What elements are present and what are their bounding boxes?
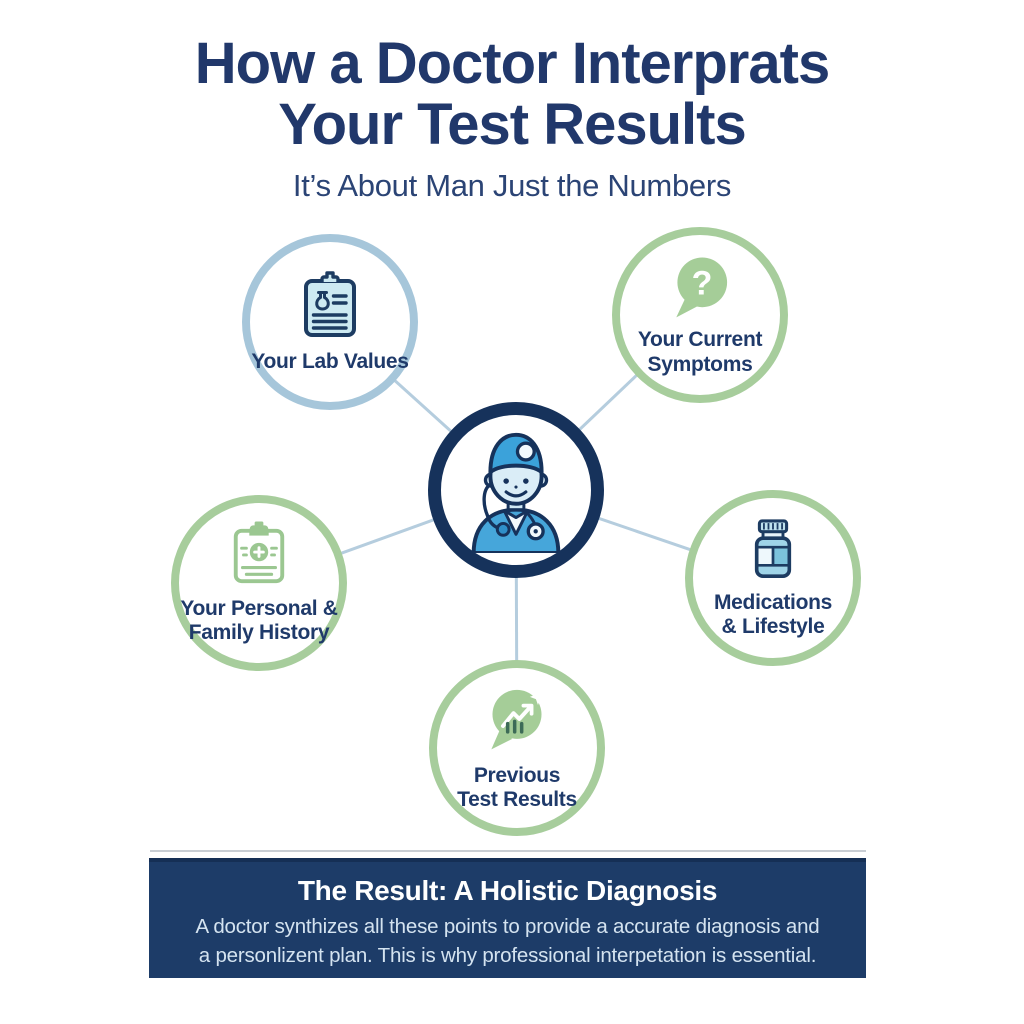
question-mark-glyph: ? bbox=[691, 264, 713, 303]
node-label-lab-values: Your Lab Values bbox=[251, 349, 409, 374]
page-subtitle: It’s About Man Just the Numbers bbox=[292, 167, 732, 203]
title-line-2: Your Test Results bbox=[278, 91, 747, 157]
node-label-personal-family-history: Your Personal & Family History bbox=[180, 596, 338, 645]
header: How a Doctor Interprats Your Test Result… bbox=[0, 31, 1024, 204]
label-line: Your Current bbox=[637, 328, 763, 352]
divider-line bbox=[150, 850, 866, 852]
trend-chart-bubble-icon bbox=[479, 684, 555, 759]
label-line: Medications bbox=[713, 590, 833, 614]
node-label-medications-lifestyle: Medications & Lifestyle bbox=[714, 591, 832, 639]
node-label-previous-test-results: Previous Test Results bbox=[457, 764, 577, 812]
banner-heading: The Result: A Holistic Diagnosis bbox=[297, 875, 718, 906]
label-line: Family History bbox=[188, 621, 330, 644]
lab-report-clipboard-icon bbox=[298, 270, 362, 345]
question-speech-bubble-icon: ? bbox=[663, 253, 737, 323]
pill-bottle-icon bbox=[744, 517, 802, 586]
center-node bbox=[428, 402, 604, 578]
label-line: Your Lab Values bbox=[251, 349, 409, 373]
page-title: How a Doctor Interprats Your Test Result… bbox=[0, 31, 1024, 157]
label-line: Your Personal & bbox=[180, 596, 338, 620]
node-label-current-symptoms: Your Current Symptoms bbox=[637, 328, 763, 376]
label-line: Test Results bbox=[457, 788, 577, 811]
medical-history-clipboard-icon bbox=[228, 521, 290, 592]
banner-body-line-2: a personlizent plan. This is why profess… bbox=[198, 944, 817, 968]
node-personal-family-history: Your Personal & Family History bbox=[171, 495, 347, 671]
node-previous-test-results: Previous Test Results bbox=[429, 660, 605, 836]
label-line: & Lifestyle bbox=[721, 615, 825, 638]
node-lab-values: Your Lab Values bbox=[242, 234, 418, 410]
label-line: Symptoms bbox=[647, 352, 753, 376]
node-current-symptoms: ? Your Current Symptoms bbox=[612, 227, 788, 403]
label-line: Previous bbox=[473, 763, 561, 787]
node-medications-lifestyle: Medications & Lifestyle bbox=[685, 490, 861, 666]
result-banner: The Result: A Holistic Diagnosis A docto… bbox=[149, 858, 866, 978]
banner-body-line-1: A doctor synthizes all these points to p… bbox=[195, 915, 820, 938]
title-line-1: How a Doctor Interprats bbox=[194, 31, 830, 96]
banner-body: A doctor synthizes all these points to p… bbox=[149, 912, 866, 970]
doctor-icon bbox=[455, 423, 577, 558]
